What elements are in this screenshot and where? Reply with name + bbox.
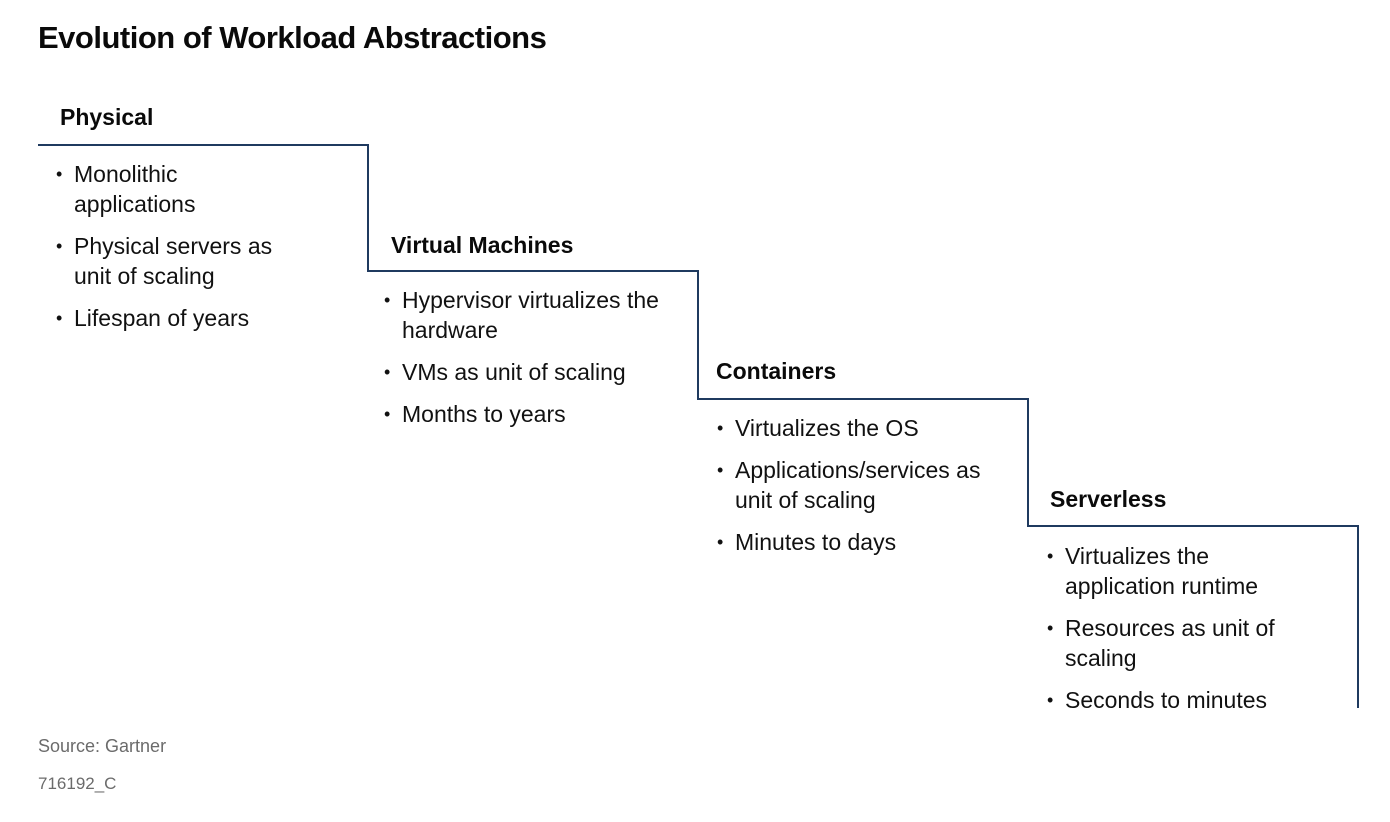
step-title-physical: Physical — [60, 104, 154, 130]
step-virtual-machines: Virtual Machines — [391, 232, 573, 259]
bullets-serverless: Virtualizes the application runtime Reso… — [1047, 541, 1347, 727]
bullet-item: VMs as unit of scaling — [384, 357, 684, 387]
step-serverless: Serverless — [1050, 486, 1166, 513]
bullet-item: Months to years — [384, 399, 684, 429]
step-physical: Physical — [60, 104, 153, 131]
bullet-item: Minutes to days — [717, 527, 1017, 557]
bullet-item: Physical servers as unit of scaling — [56, 231, 314, 291]
bullets-virtual-machines: Hypervisor virtualizes the hardware VMs … — [384, 285, 684, 441]
bullet-item: Lifespan of years — [56, 303, 346, 333]
step-title-serverless: Serverless — [1050, 486, 1167, 512]
document-id: 716192_C — [38, 774, 117, 793]
bullet-item: Virtualizes the OS — [717, 413, 1017, 443]
step-title-virtual-machines: Virtual Machines — [391, 232, 574, 258]
bullet-item: Applications/services as unit of scaling — [717, 455, 1015, 515]
bullets-physical: Monolithic applications Physical servers… — [56, 159, 346, 345]
bullet-item: Seconds to minutes — [1047, 685, 1347, 715]
source-note: Source: Gartner — [38, 736, 167, 756]
step-title-containers: Containers — [716, 358, 837, 384]
bullet-item: Hypervisor virtualizes the hardware — [384, 285, 672, 345]
bullets-containers: Virtualizes the OS Applications/services… — [717, 413, 1017, 569]
step-containers: Containers — [716, 358, 836, 385]
bullet-item: Monolithic applications — [56, 159, 224, 219]
bullet-item: Resources as unit of scaling — [1047, 613, 1330, 673]
page-title: Evolution of Workload Abstractions — [38, 20, 547, 55]
bullet-item: Virtualizes the application runtime — [1047, 541, 1325, 601]
staircase-path — [38, 144, 1359, 708]
